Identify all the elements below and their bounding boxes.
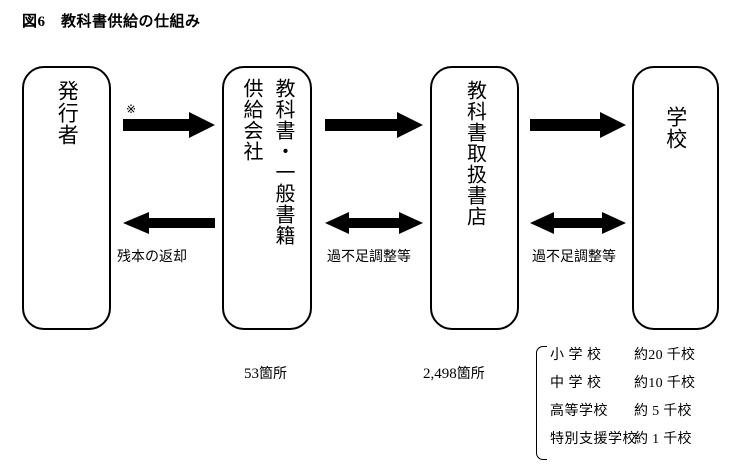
- node-publisher: 発行者: [22, 66, 111, 330]
- node-supplier-label-primary: 教科書・一般書籍: [272, 78, 294, 246]
- node-school: 学校: [632, 66, 719, 330]
- arrow-label-adjustment-bookstore-school: 過不足調整等: [532, 250, 616, 265]
- count-bookstore: 2,498箇所: [409, 347, 485, 399]
- arrow-bookstore-school-adjust: [530, 212, 626, 238]
- arrow-label-adjustment-supplier-bookstore: 過不足調整等: [327, 250, 411, 265]
- school-type-label: 中 学 校: [550, 376, 602, 391]
- arrow-bookstore-to-school: [530, 112, 626, 138]
- figure-title: 図6 教科書供給の仕組み: [22, 14, 201, 30]
- node-supplier: 教科書・一般書籍 供給会社: [222, 66, 312, 330]
- arrow-supplier-to-publisher: [123, 212, 215, 238]
- node-publisher-label: 発行者: [55, 80, 80, 146]
- arrow-publisher-to-supplier: [123, 112, 215, 138]
- school-count-value: 約 1 千校: [634, 432, 692, 447]
- school-type-label: 特別支援学校: [550, 432, 637, 447]
- list-item: 中 学 校 約10 千校: [550, 372, 736, 400]
- school-type-label: 高等学校: [550, 404, 608, 419]
- count-bookstore-unit: 箇所: [456, 367, 485, 382]
- node-bookstore: 教科書取扱書店: [430, 66, 519, 330]
- node-supplier-label-secondary: 供給会社: [240, 78, 262, 162]
- list-item: 特別支援学校 約 1 千校: [550, 428, 736, 456]
- left-brace-icon: [536, 346, 547, 460]
- list-item: 高等学校 約 5 千校: [550, 400, 736, 428]
- count-supplier: 53箇所: [230, 347, 287, 399]
- school-count-value: 約20 千校: [634, 348, 696, 363]
- school-type-label: 小 学 校: [550, 348, 602, 363]
- node-bookstore-label: 教科書取扱書店: [463, 80, 486, 227]
- arrow-note-asterisk: ※: [126, 102, 137, 116]
- count-supplier-unit: 箇所: [259, 367, 287, 382]
- count-supplier-number: 53: [244, 366, 259, 382]
- list-item: 小 学 校 約20 千校: [550, 344, 736, 372]
- count-bookstore-number: 2,498: [423, 366, 457, 382]
- arrow-supplier-to-bookstore: [325, 112, 423, 138]
- school-count-value: 約10 千校: [634, 376, 696, 391]
- arrow-label-return-of-unsold: 残本の返却: [117, 250, 187, 265]
- school-breakdown: 小 学 校 約20 千校 中 学 校 約10 千校 高等学校 約 5 千校 特別…: [536, 344, 736, 466]
- school-breakdown-rows: 小 学 校 約20 千校 中 学 校 約10 千校 高等学校 約 5 千校 特別…: [550, 344, 736, 456]
- school-count-value: 約 5 千校: [634, 404, 692, 419]
- arrow-supplier-bookstore-adjust: [325, 212, 423, 238]
- node-school-label: 学校: [663, 106, 688, 150]
